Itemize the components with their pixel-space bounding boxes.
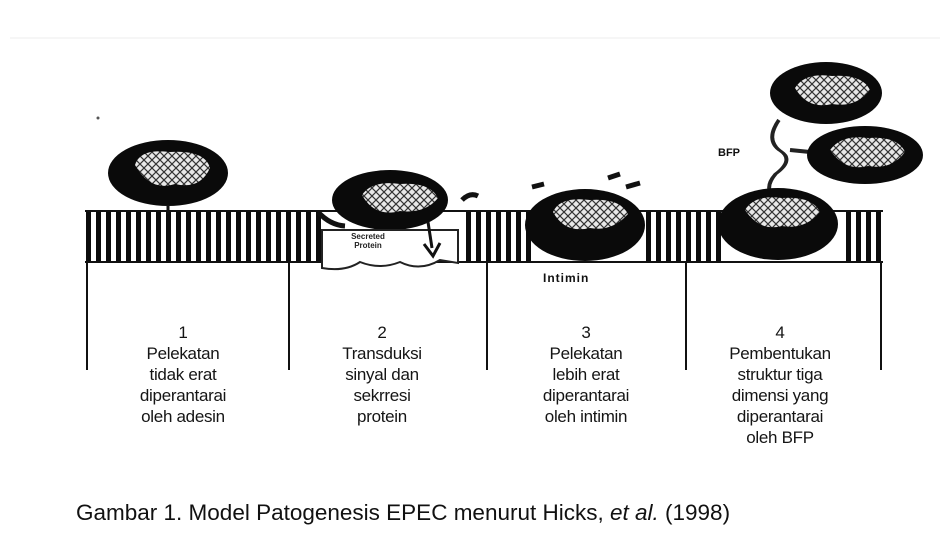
- microvillus: [166, 211, 171, 262]
- microvillus: [876, 211, 881, 262]
- stage-2-line-4: protein: [357, 407, 407, 426]
- bfp-label: BFP: [718, 147, 740, 159]
- stage-2-line-3: sekrresi: [353, 386, 411, 405]
- microvillus: [266, 211, 271, 262]
- microvillus: [256, 211, 261, 262]
- microvillus: [106, 211, 111, 262]
- stage-1-text: 1 Pelekatan tidak erat diperantarai oleh…: [108, 322, 258, 427]
- stage-3-text: 3 Pelekatan lebih erat diperantarai oleh…: [511, 322, 661, 427]
- microvillus: [846, 211, 851, 262]
- microvillus: [116, 211, 121, 262]
- microvillus: [86, 211, 91, 262]
- microvillus: [696, 211, 701, 262]
- microvillus: [646, 211, 651, 262]
- microvillus: [186, 211, 191, 262]
- microvillus: [96, 211, 101, 262]
- microvillus: [246, 211, 251, 262]
- microvillus: [516, 211, 521, 262]
- caption-italic: et al.: [609, 500, 659, 525]
- stage-4-line-1: Pembentukan: [729, 344, 831, 363]
- microvillus: [866, 211, 871, 262]
- microvillus: [286, 211, 291, 262]
- stage-4-line-4: diperantarai: [736, 407, 824, 426]
- secreted-protein-label: Secreted Protein: [336, 232, 400, 250]
- stage-1-number: 1: [178, 323, 188, 342]
- bacterium-stage-2: [316, 170, 480, 271]
- microvillus: [176, 211, 181, 262]
- stage-1-line-3: diperantarai: [139, 386, 227, 405]
- microvillus: [466, 211, 471, 262]
- caption-suffix: (1998): [658, 500, 731, 525]
- speck: [96, 116, 100, 120]
- caption-prefix: Gambar 1. Model Patogenesis EPEC menurut…: [76, 500, 610, 525]
- microvillus: [716, 211, 721, 262]
- microvillus: [216, 211, 221, 262]
- stage-1-line-4: oleh adesin: [141, 407, 225, 426]
- secreted-label-line1: Secreted: [351, 232, 385, 241]
- secreted-label-line2: Protein: [354, 241, 382, 250]
- stage-2-number: 2: [377, 323, 387, 342]
- microvillus: [486, 211, 491, 262]
- stage-3-line-4: oleh intimin: [544, 407, 628, 426]
- stage-3-line-1: Pelekatan: [549, 344, 623, 363]
- bacterium-stage-3: [525, 171, 645, 261]
- microvillus: [136, 211, 141, 262]
- microvillus: [306, 211, 311, 262]
- stage-1-line-2: tidak erat: [149, 365, 217, 384]
- stage-4-line-2: struktur tiga: [737, 365, 823, 384]
- microvillus: [496, 211, 501, 262]
- microvillus: [206, 211, 211, 262]
- stage-separators: [86, 260, 882, 370]
- microvillus: [296, 211, 301, 262]
- microvillus: [146, 211, 151, 262]
- microvillus: [226, 211, 231, 262]
- figure-caption: Gambar 1. Model Patogenesis EPEC menurut…: [76, 500, 730, 526]
- microvillus: [686, 211, 691, 262]
- microvillus: [316, 211, 321, 262]
- microvillus: [706, 211, 711, 262]
- stage-4-line-3: dimensi yang: [731, 386, 829, 405]
- stage-2-line-1: Transduksi: [342, 344, 422, 363]
- microvillus: [276, 211, 281, 262]
- intimin-label: Intimin: [543, 271, 590, 285]
- bacteria-stage-4: [718, 62, 923, 260]
- bacterium-stage-1: [108, 140, 228, 214]
- microvillus: [656, 211, 661, 262]
- stage-1-line-1: Pelekatan: [146, 344, 220, 363]
- microvillus: [196, 211, 201, 262]
- microvillus: [126, 211, 131, 262]
- stage-3-number: 3: [581, 323, 591, 342]
- microvillus: [236, 211, 241, 262]
- microvillus: [156, 211, 161, 262]
- stage-4-number: 4: [775, 323, 785, 342]
- microvillus: [506, 211, 511, 262]
- stage-2-text: 2 Transduksi sinyal dan sekrresi protein: [307, 322, 457, 427]
- microvillus: [476, 211, 481, 262]
- microvillus: [676, 211, 681, 262]
- stage-4-line-5: oleh BFP: [746, 428, 814, 447]
- stage-4-text: 4 Pembentukan struktur tiga dimensi yang…: [702, 322, 858, 448]
- stage-2-line-2: sinyal dan: [345, 365, 419, 384]
- microvillus: [856, 211, 861, 262]
- microvillus: [666, 211, 671, 262]
- stage-3-line-2: lebih erat: [552, 365, 620, 384]
- stage-3-line-3: diperantarai: [542, 386, 630, 405]
